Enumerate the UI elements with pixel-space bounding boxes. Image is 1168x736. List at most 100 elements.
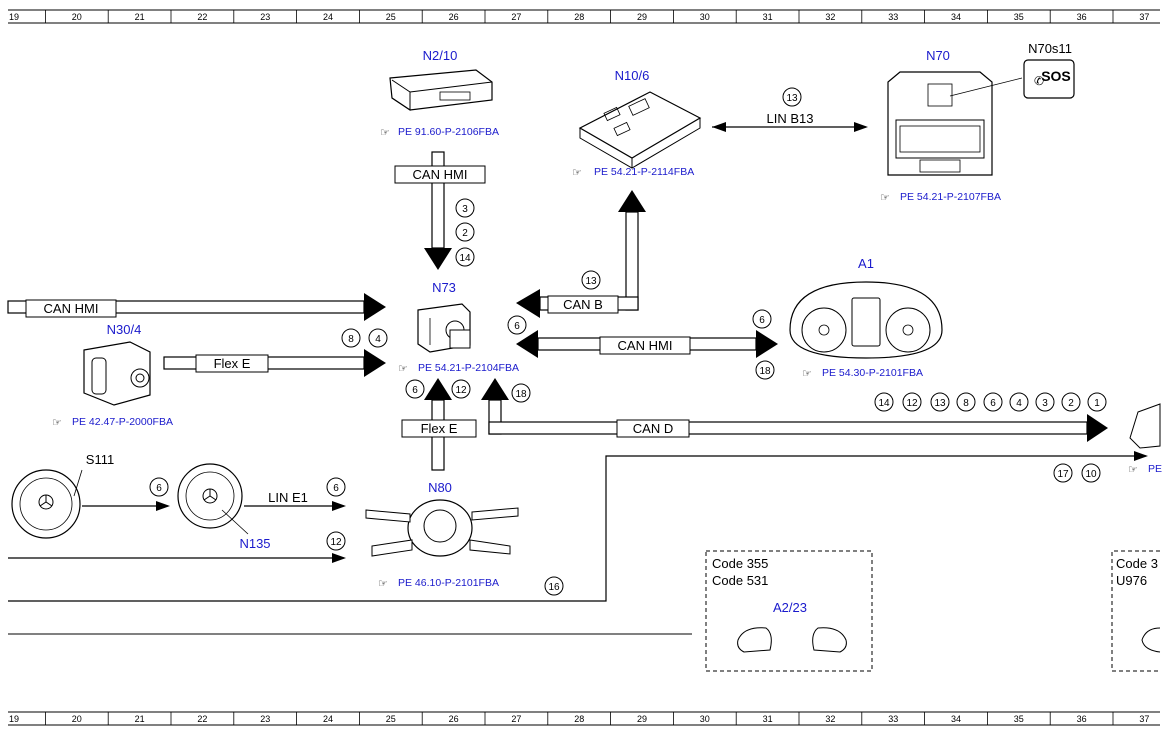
svg-text:6: 6 [412, 385, 418, 396]
module-n80[interactable]: N80 ☞ PE 46.10-P-2101FBA [365, 480, 519, 590]
module-n10-6[interactable]: N10/6 ☞ PE 54.21-P-2114FBA [572, 68, 702, 179]
n70s11-label: N70s11 [1028, 41, 1072, 56]
svg-text:18: 18 [515, 389, 527, 400]
n80-ref[interactable]: PE 46.10-P-2101FBA [398, 577, 499, 589]
circle-8: 8 [341, 328, 361, 348]
line-16 [8, 451, 1148, 602]
circle-6-line1: 6 [326, 477, 346, 497]
line-6-s111 [82, 501, 170, 511]
svg-text:6: 6 [514, 321, 520, 332]
mirror-partial-icon [1141, 627, 1161, 653]
ruler-number: 21 [135, 714, 145, 724]
code-u976: U976 [1116, 573, 1147, 588]
bus-can-d: CAN D [481, 378, 1108, 442]
right-module-ref[interactable]: PE [1148, 463, 1162, 475]
pointer-hand-icon: ☞ [378, 578, 388, 590]
n73-ref[interactable]: PE 54.21-P-2104FBA [418, 362, 519, 374]
n2-10-label: N2/10 [423, 48, 458, 63]
module-right-cutoff[interactable]: ☞ PE [1128, 403, 1162, 476]
ruler-number: 26 [449, 714, 459, 724]
ruler-number: 34 [951, 714, 961, 724]
ruler-number: 20 [72, 12, 82, 22]
mirror-left-icon [737, 627, 772, 653]
ruler-number: 36 [1077, 12, 1087, 22]
ruler-number: 28 [574, 714, 584, 724]
n2-10-ref[interactable]: PE 91.60-P-2106FBA [398, 126, 499, 138]
svg-text:2: 2 [462, 228, 468, 239]
lin-b13-label: LIN B13 [767, 111, 814, 126]
circle-16: 16 [544, 576, 564, 596]
ruler-number: 22 [197, 714, 207, 724]
ruler-number: 20 [72, 714, 82, 724]
ruler-number: 23 [260, 12, 270, 22]
svg-text:13: 13 [934, 398, 946, 409]
flex-e-bottom-label: Flex E [421, 421, 458, 436]
n80-label: N80 [428, 480, 452, 495]
pointer-hand-icon: ☞ [572, 167, 582, 179]
sos-text: SOS [1041, 68, 1071, 84]
module-a1[interactable]: A1 ☞ PE 54.30-P-2101FBA [789, 256, 943, 380]
circle-row-item: 1 [1087, 392, 1107, 412]
code-box-a2-23: Code 355 Code 531 A2/23 [705, 550, 873, 672]
ruler-number: 23 [260, 714, 270, 724]
a1-ref[interactable]: PE 54.30-P-2101FBA [822, 367, 923, 379]
ruler-number: 34 [951, 12, 961, 22]
line-12 [8, 553, 346, 563]
ruler-number: 37 [1139, 714, 1149, 724]
circle-row-item: 6 [983, 392, 1003, 412]
a1-label: A1 [858, 256, 874, 271]
ruler-number: 29 [637, 12, 647, 22]
module-n30-4[interactable]: N30/4 ☞ PE 42.47-P-2000FBA [52, 322, 173, 429]
steering-wheel-n135[interactable]: N135 [177, 463, 271, 551]
svg-text:13: 13 [786, 93, 798, 104]
bus-can-hmi-top: CAN HMI [394, 151, 486, 270]
ruler-number: 35 [1014, 714, 1024, 724]
circle-row-item: 14 [874, 392, 894, 412]
n70-label: N70 [926, 48, 950, 63]
can-hmi-top-label: CAN HMI [413, 167, 468, 182]
svg-text:3: 3 [1042, 398, 1048, 409]
ruler-number: 25 [386, 714, 396, 724]
svg-text:14: 14 [459, 253, 471, 264]
ruler-number: 24 [323, 12, 333, 22]
bus-lin-b13: LIN B13 [712, 111, 868, 132]
module-n2-10[interactable]: N2/10 ☞ PE 91.60-P-2106FBA [380, 48, 499, 139]
circle-row-item: 8 [956, 392, 976, 412]
svg-text:6: 6 [990, 398, 996, 409]
ruler-number: 33 [888, 714, 898, 724]
phone-icon: ✆ [1034, 74, 1044, 88]
circle-6-n73: 6 [507, 315, 527, 335]
module-n73[interactable]: N73 ☞ PE 54.21-P-2104FBA [398, 280, 519, 375]
n30-4-label: N30/4 [107, 322, 142, 337]
svg-text:8: 8 [963, 398, 969, 409]
circle-4: 4 [368, 328, 388, 348]
pointer-hand-icon: ☞ [380, 127, 390, 139]
ruler-number: 32 [825, 714, 835, 724]
lin-e1-label: LIN E1 [268, 490, 308, 505]
n30-4-ref[interactable]: PE 42.47-P-2000FBA [72, 416, 173, 428]
svg-text:10: 10 [1085, 469, 1097, 480]
button-n70s11[interactable]: N70s11 ✆ SOS [1023, 41, 1075, 99]
circle-18-b: 18 [511, 383, 531, 403]
svg-text:12: 12 [330, 537, 342, 548]
circle-6-a1: 6 [752, 309, 772, 329]
ruler-number: 30 [700, 714, 710, 724]
circle-13-can-b: 13 [581, 270, 601, 290]
svg-text:6: 6 [759, 315, 765, 326]
circle-17: 17 [1053, 463, 1073, 483]
ruler-number: 25 [386, 12, 396, 22]
svg-text:6: 6 [156, 483, 162, 494]
circle-6-b: 6 [405, 379, 425, 399]
module-n70[interactable]: N70 ☞ PE 54.21-P-2107FBA [880, 48, 1023, 204]
bus-can-b: CAN B [516, 190, 646, 318]
code-531: Code 531 [712, 573, 768, 588]
svg-text:17: 17 [1057, 469, 1069, 480]
pointer-hand-icon: ☞ [52, 417, 62, 429]
ruler-number: 32 [825, 12, 835, 22]
steering-wheel-s111[interactable]: S111 [11, 452, 114, 539]
ruler-number: 31 [763, 714, 773, 724]
n70-ref[interactable]: PE 54.21-P-2107FBA [900, 191, 1001, 203]
n10-6-ref[interactable]: PE 54.21-P-2114FBA [594, 166, 694, 178]
